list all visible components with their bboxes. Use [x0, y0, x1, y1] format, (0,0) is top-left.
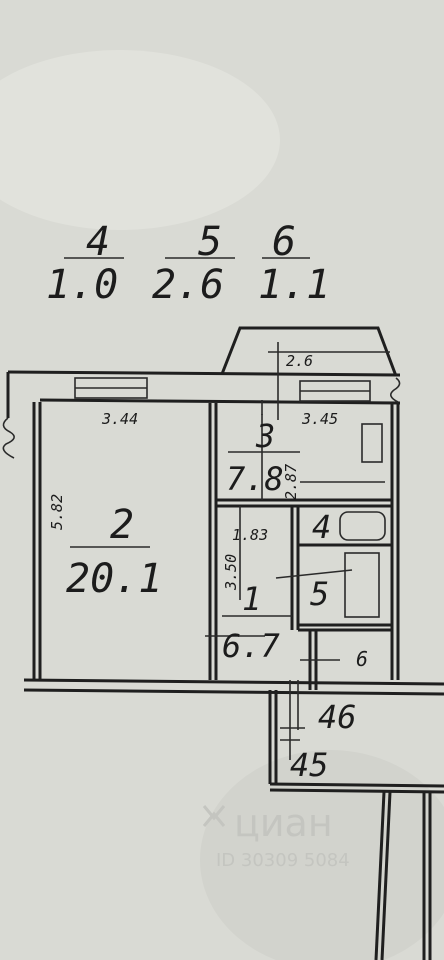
dim-hall-width: 1.83 — [232, 526, 268, 544]
washbasin — [339, 511, 386, 541]
window-kitchen — [299, 380, 371, 402]
svg-text:5: 5 — [310, 575, 329, 613]
svg-text:6.7: 6.7 — [222, 627, 280, 665]
corridor-number-45: 45 — [290, 746, 329, 784]
svg-text:3: 3 — [255, 417, 275, 455]
lower-shaft — [374, 791, 432, 960]
dim-hall-depth: 3.50 — [222, 554, 240, 591]
corridor-block — [268, 680, 444, 794]
svg-text:1.0: 1.0 — [46, 262, 118, 308]
room-1-label: 1 6.7 — [222, 580, 292, 665]
cian-logo-icon — [202, 805, 226, 827]
window-room2 — [74, 377, 148, 399]
wall-break — [390, 377, 401, 403]
dim-kitchen-depth: 2.87 — [282, 464, 300, 500]
room-6-label: 6 — [356, 647, 368, 671]
hall-walls — [205, 630, 340, 690]
balcony-label-5: 5 2.6 — [152, 219, 235, 308]
room-2-label: 2 20.1 — [66, 502, 162, 602]
dim-room2-depth: 5.82 — [48, 494, 66, 530]
room-3-walls — [216, 403, 400, 680]
dim-kitchen-width: 3.45 — [301, 410, 338, 428]
room-4-label: 4 — [312, 508, 331, 546]
watermark-brand: циан — [234, 801, 333, 845]
room-5-label: 5 — [275, 569, 353, 613]
stove — [361, 423, 383, 463]
balcony-label-6: 6 1.1 — [258, 219, 330, 308]
svg-text:1: 1 — [242, 580, 261, 618]
bathtub — [344, 552, 380, 618]
floor-line — [23, 678, 444, 696]
room-3-label: 3 7.8 — [226, 417, 300, 498]
dim-room2-width: 3.44 — [101, 410, 138, 428]
paper-stain — [0, 50, 280, 230]
svg-text:2.6: 2.6 — [152, 262, 224, 308]
room-2-walls — [32, 402, 218, 680]
svg-text:7.8: 7.8 — [226, 460, 284, 498]
svg-text:1.1: 1.1 — [258, 262, 330, 308]
svg-text:2: 2 — [110, 502, 134, 548]
dim-balcony-width: 2.6 — [286, 352, 313, 370]
watermark: циан ID 30309 5084 — [202, 801, 350, 871]
watermark-id: ID 30309 5084 — [216, 850, 350, 871]
svg-text:20.1: 20.1 — [66, 556, 162, 602]
outer-wall — [2, 370, 401, 459]
balcony-label-4: 4 1.0 — [46, 219, 124, 308]
corridor-number-46: 46 — [318, 698, 357, 736]
bathroom-block — [239, 506, 392, 632]
